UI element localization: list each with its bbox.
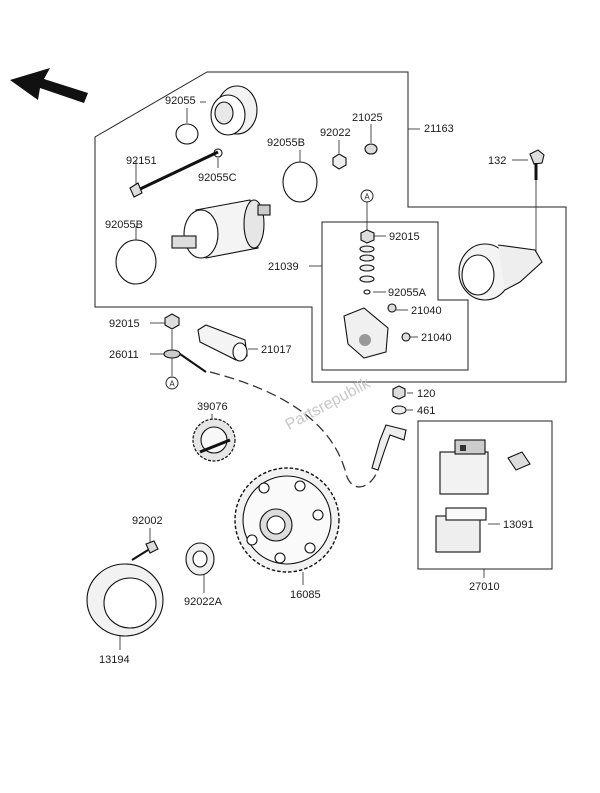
end-cover-part [210, 85, 258, 136]
label-27010: 27010 [469, 581, 500, 593]
label-13091: 13091 [503, 519, 534, 531]
label-21025: 21025 [352, 112, 383, 124]
label-92151: 92151 [126, 155, 157, 167]
nut-92022 [332, 153, 347, 170]
bolt-132-part [529, 149, 545, 255]
label-92055b-left: 92055B [105, 219, 143, 231]
washer-21025 [364, 143, 378, 155]
leader-lines [119, 101, 528, 650]
fuse-part [507, 451, 531, 471]
washer-461 [391, 405, 407, 415]
terminal-bracket-part [371, 424, 407, 471]
callout-a-left: A [165, 376, 179, 390]
svg-text:A: A [169, 380, 175, 389]
svg-text:A: A [364, 193, 370, 202]
label-16085: 16085 [290, 589, 321, 601]
label-92055c: 92055C [198, 172, 237, 184]
screw-92002-part [131, 540, 159, 561]
label-120: 120 [417, 388, 435, 400]
label-92055: 92055 [165, 95, 196, 107]
front-housing-part [458, 243, 543, 301]
label-92015-left: 92015 [109, 318, 140, 330]
label-132: 132 [488, 155, 506, 167]
label-92055a: 92055A [388, 287, 427, 299]
long-bolt-part [129, 150, 219, 198]
direction-arrow-icon [10, 68, 88, 103]
starter-assembly-frame [94, 71, 567, 383]
rubber-boot-part [197, 324, 248, 362]
brush-holder-frame [321, 221, 469, 371]
brush-holder-stack [359, 229, 375, 295]
clutch-plate-part [86, 563, 164, 637]
washer-92022a-hole [192, 550, 208, 568]
label-92015-top: 92015 [389, 231, 420, 243]
label-26011: 26011 [109, 349, 139, 361]
nut-92015-left [164, 313, 180, 330]
label-21163: 21163 [424, 123, 454, 135]
label-21039: 21039 [268, 261, 299, 273]
label-21040-a: 21040 [411, 305, 442, 317]
callout-a-top: A [360, 189, 374, 203]
o-ring-92055 [175, 123, 199, 145]
o-ring-92055b-top [282, 161, 318, 203]
label-92022: 92022 [320, 127, 351, 139]
starter-clutch-gear-part [234, 467, 340, 573]
washer-26011 [163, 349, 181, 359]
bolt-120-part [392, 385, 406, 400]
label-92002: 92002 [132, 515, 163, 527]
label-461: 461 [417, 405, 435, 417]
label-39076: 39076 [197, 401, 228, 413]
o-ring-92055b-left [115, 239, 157, 285]
label-13194: 13194 [99, 654, 130, 666]
label-92022a: 92022A [184, 596, 223, 608]
relay-cover-part [435, 507, 487, 553]
starter-motor-part [171, 199, 271, 259]
idle-gear-part [192, 418, 236, 462]
label-21017: 21017 [261, 344, 292, 356]
part-number-labels: 92055 92151 92055C 92055B 92022 21025 21… [99, 95, 534, 666]
label-92055b-top: 92055B [267, 137, 305, 149]
starter-cable [209, 371, 379, 488]
terminal-lead-part [179, 353, 207, 373]
relay-box-frame [417, 420, 553, 570]
brush-plate-part [343, 303, 411, 359]
label-21040-b: 21040 [421, 332, 452, 344]
starter-relay-part [439, 439, 489, 495]
watermark: Partsrepublik [283, 374, 374, 433]
